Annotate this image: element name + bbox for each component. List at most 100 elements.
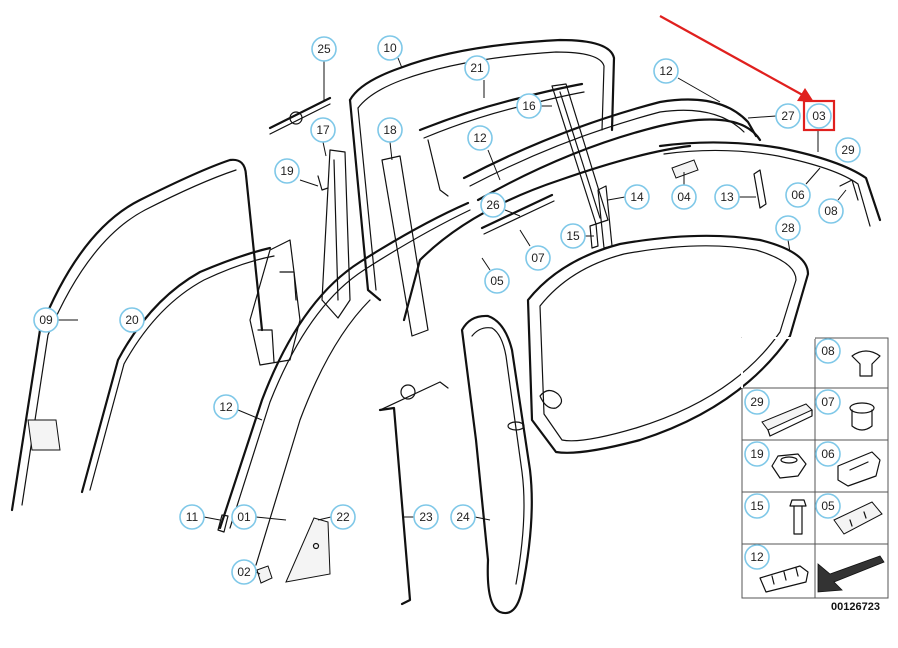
callout-15a-label: 15: [566, 229, 580, 243]
part-21-down-leg: [427, 139, 449, 197]
part-09-lower-bracket: [27, 419, 61, 451]
legend-part-07-grommet: [849, 402, 875, 431]
callout-03: 03: [806, 103, 832, 129]
part-23-strip-top: [379, 381, 449, 411]
legend-callout-06-circle: [815, 441, 841, 467]
callout-11: 11: [179, 504, 205, 530]
legend-callout-08-circle: [815, 338, 841, 364]
part-12-belt-seal-upper-inner: [469, 109, 745, 187]
callout-29: 29: [835, 137, 861, 163]
callout-27: 27: [775, 103, 801, 129]
callout-28: 28: [775, 215, 801, 241]
callout-01: 01: [231, 504, 257, 530]
callout-24-label: 24: [456, 510, 470, 524]
legend-callout-12-label: 12: [750, 550, 764, 564]
part-16-rail-line: [559, 91, 601, 219]
legend-part-15-bolt: [789, 499, 807, 535]
callout-22: 22: [330, 504, 356, 530]
callout-16-label: 16: [522, 99, 536, 113]
callout-14: 14: [624, 184, 650, 210]
highlight-arrowhead: [797, 88, 814, 102]
callout-18: 18: [377, 117, 403, 143]
part-22-triangle-filler: [285, 517, 331, 583]
callout-06a: 06: [785, 182, 811, 208]
callout-12b: 12: [467, 125, 493, 151]
callout-05a-circle: [484, 268, 510, 294]
legend-callout-08-label: 08: [821, 344, 835, 358]
callout-22-circle: [330, 504, 356, 530]
callout-03-circle: [806, 103, 832, 129]
legend-callout-12-circle: [744, 544, 770, 570]
part-15-piece: [589, 223, 599, 249]
callout-15a: 15: [560, 223, 586, 249]
callout-10: 10: [377, 35, 403, 61]
part-23-vertical-strip: [378, 406, 412, 606]
legend-callout-15-label: 15: [750, 499, 764, 513]
legend-part-05-plate: [833, 501, 883, 535]
part-24-seal-fastener: [507, 421, 525, 431]
part-26-inner-seal-edge: [483, 200, 555, 235]
callout-28-label: 28: [781, 221, 795, 235]
callout-12c-label: 12: [219, 400, 233, 414]
legend-callout-29-label: 29: [750, 395, 764, 409]
callout-06a-circle: [785, 182, 811, 208]
callout-23: 23: [413, 504, 439, 530]
callout-08a: 08: [818, 198, 844, 224]
part-09-front-window-frame-inner: [21, 169, 237, 506]
callout-02-label: 02: [237, 565, 251, 579]
part-03-roof-rail: [658, 141, 882, 222]
part-25-clip-hole: [289, 111, 303, 125]
legend-callout-05-circle: [815, 493, 841, 519]
callout-09: 09: [33, 307, 59, 333]
legend-arrow-symbol: [817, 555, 885, 593]
part-12-long-seal-inner: [229, 209, 471, 529]
part-28-seal-inner: [539, 245, 797, 442]
callout-20-label: 20: [125, 313, 139, 327]
highlight-arrow-group: [659, 15, 836, 132]
callout-24-circle: [450, 504, 476, 530]
callout-26-label: 26: [486, 198, 500, 212]
callout-12a-circle: [653, 58, 679, 84]
callout-07a-circle: [525, 245, 551, 271]
callout-07a-label: 07: [531, 251, 545, 265]
callout-14-label: 14: [630, 190, 644, 204]
callout-14-circle: [624, 184, 650, 210]
callout-03-label: 03: [812, 109, 826, 123]
part-16-slide-rail: [551, 83, 609, 225]
callout-17-label: 17: [316, 123, 330, 137]
part-23-clip-circle: [400, 384, 416, 400]
callout-17: 17: [310, 117, 336, 143]
callout-29-circle: [835, 137, 861, 163]
callout-25-circle: [311, 36, 337, 62]
highlight-arrow: [659, 15, 809, 99]
part-24-seal-inner: [471, 327, 525, 585]
legend-panel: [741, 337, 889, 599]
callout-06a-label: 06: [791, 188, 805, 202]
legend-callout-15: 15: [744, 493, 770, 519]
legend-callout-29: 29: [744, 389, 770, 415]
part-20-window-channel-inner: [89, 255, 275, 491]
part-01-door-channel: [255, 299, 371, 566]
callout-18-circle: [377, 117, 403, 143]
part-05-belt-strip: [402, 144, 692, 322]
callout-20-circle: [119, 307, 145, 333]
callout-25: 25: [311, 36, 337, 62]
callout-21-circle: [464, 55, 490, 81]
legend-part-08-clip: [851, 350, 881, 377]
part-19-clip: [317, 175, 329, 191]
legend-callout-29-circle: [744, 389, 770, 415]
callout-02-circle: [231, 559, 257, 585]
legend-callout-19-label: 19: [750, 447, 764, 461]
callout-05a-label: 05: [490, 274, 504, 288]
callout-23-circle: [413, 504, 439, 530]
leader-lines: [58, 57, 847, 575]
part-09-front-window-frame: [10, 158, 264, 512]
part-12-belt-seal-second: [476, 118, 762, 202]
callout-26: 26: [480, 192, 506, 218]
callout-27-circle: [775, 103, 801, 129]
part-28-seal-clip: [539, 389, 563, 409]
callout-04-label: 04: [677, 190, 691, 204]
